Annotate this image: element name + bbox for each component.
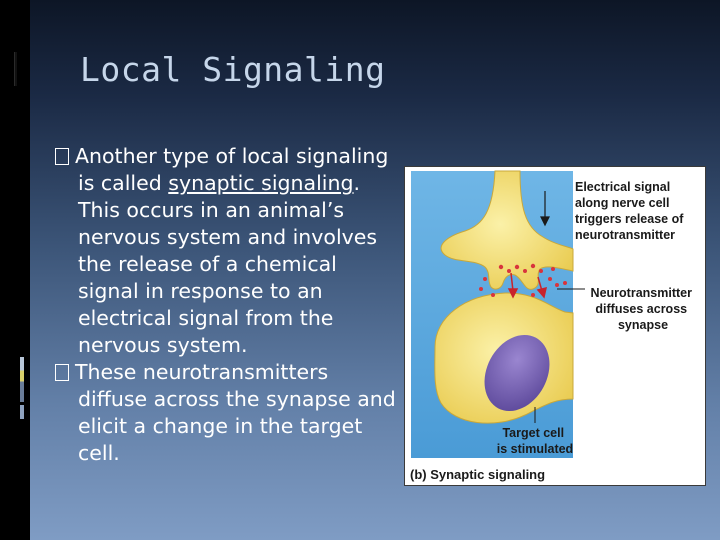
bullet-text-before: Another type of local signaling is calle… bbox=[75, 144, 389, 195]
bullet-box-icon bbox=[55, 148, 69, 165]
bullet-text: These neurotransmitters diffuse across t… bbox=[75, 360, 396, 465]
slide-title: Local Signaling bbox=[80, 50, 386, 89]
label-neurotransmitter-diffuses: Neurotransmitter diffuses across synapse bbox=[591, 286, 696, 332]
side-accent-stripe bbox=[20, 357, 24, 402]
left-margin-bar bbox=[0, 0, 30, 540]
diffusion-arrows bbox=[507, 272, 547, 299]
bullet-text-after: . This occurs in an animal’s nervous sys… bbox=[78, 171, 378, 357]
label-electrical-signal: Electrical signal along nerve cell trigg… bbox=[575, 180, 687, 242]
title-accent-line bbox=[14, 52, 16, 86]
figure-caption: (b) Synaptic signaling bbox=[410, 467, 545, 482]
slide-body: Another type of local signaling is calle… bbox=[55, 143, 400, 467]
nucleus bbox=[484, 334, 550, 412]
term-synaptic-signaling: synaptic signaling bbox=[168, 171, 354, 195]
synaptic-signaling-figure: Electrical signal along nerve cell trigg… bbox=[404, 166, 706, 486]
electrical-signal-arrow bbox=[540, 191, 550, 227]
side-accent-stripe-lower bbox=[20, 405, 24, 419]
synaptic-diagram: Electrical signal along nerve cell trigg… bbox=[410, 170, 696, 482]
bullet-item: Another type of local signaling is calle… bbox=[55, 143, 400, 359]
neurotransmitter-molecules bbox=[479, 263, 567, 297]
bullet-item: These neurotransmitters diffuse across t… bbox=[55, 359, 400, 467]
bullet-box-icon bbox=[55, 364, 69, 381]
label-target-cell: Target cell is stimulated bbox=[497, 426, 573, 456]
presynaptic-neuron bbox=[440, 170, 574, 290]
title-accent-block bbox=[17, 52, 28, 86]
